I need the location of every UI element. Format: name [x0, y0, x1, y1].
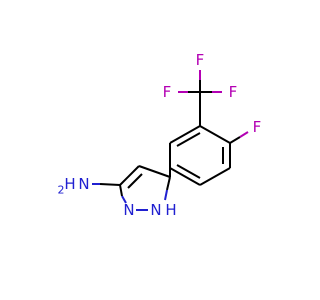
atom-f-top: F — [196, 51, 205, 69]
bond-b2-b3 — [169, 125, 201, 144]
bond-b3-b4 — [199, 125, 231, 144]
atom-amine-subscript: 2 — [58, 184, 65, 197]
atom-amine-h: H — [64, 175, 75, 193]
atom-ring-n: N — [123, 201, 134, 219]
atom-amine-n: N — [78, 175, 89, 193]
atom-f-right: F — [229, 83, 238, 101]
bond-c4-c5 — [138, 165, 171, 178]
bond-b6-b1-inner — [176, 164, 201, 179]
bond-c3-nh2-black — [99, 183, 121, 186]
bond-b4-f-magenta — [239, 131, 249, 138]
atom-f-ring: F — [253, 118, 262, 136]
bond-n2-c3-blue — [121, 195, 127, 204]
bond-b2-b3-inner — [176, 132, 201, 147]
atom-ring-nh-n: N — [150, 201, 161, 219]
bond-b5-b6 — [199, 167, 231, 186]
bond-c5-n1-blue — [164, 189, 168, 201]
molecule-diagram: F F F F H N 2 N N H — [58, 51, 262, 219]
bond-c3-c4-inner — [127, 173, 143, 189]
bond-c5-n1-black — [166, 176, 171, 191]
atom-ring-nh-h: H — [165, 201, 176, 219]
bond-b6-b1 — [169, 167, 201, 186]
bond-n2-c3-black — [119, 184, 123, 197]
bond-b4-f-black — [229, 136, 241, 144]
atom-f-left: F — [163, 83, 172, 101]
bond-c3-c4 — [119, 165, 140, 186]
